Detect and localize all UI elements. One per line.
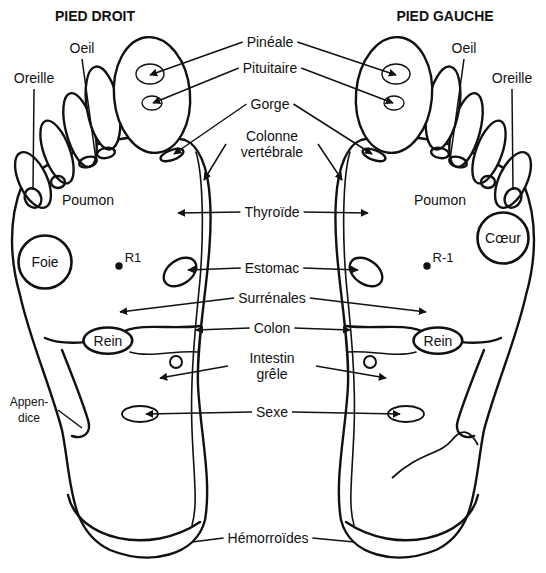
organ-label: R-1 (433, 250, 454, 266)
organ-label: Colonne vertébrale (230, 128, 314, 160)
organ-label: Oreille (14, 70, 54, 86)
organ-label: Intestin grêle (232, 350, 312, 382)
leader-line (318, 144, 342, 180)
leader-line (82, 59, 96, 160)
leader-line (297, 42, 396, 75)
leader-line (188, 268, 241, 270)
leader-line (150, 42, 243, 75)
organ-name: Foie (31, 254, 58, 270)
organ-label: Oeil (70, 40, 95, 56)
organ-label: Hémorroïdes (228, 530, 309, 546)
leader-line (153, 68, 239, 103)
foot-heading: PIED GAUCHE (396, 8, 493, 24)
organ-label: Pinéale (247, 34, 294, 50)
heel-line (392, 432, 478, 478)
organ-outline-shape (478, 213, 529, 264)
organ-label: Oreille (492, 70, 532, 86)
organ-outline-shape (414, 328, 463, 354)
organ-outline-shape (19, 236, 72, 289)
organ-label: Surrénales (238, 290, 306, 306)
leader-line (58, 410, 82, 428)
leader-line (512, 89, 513, 190)
leader-line (304, 212, 368, 213)
organ-outline-shape (84, 328, 133, 354)
leader-line (310, 298, 426, 312)
organ-label: Colon (254, 320, 291, 336)
leader-line (120, 298, 234, 312)
organ-label: Appen- dice (4, 394, 54, 426)
organ-circle: Cœur (476, 211, 530, 265)
leader-line (192, 538, 224, 542)
right-foot (8, 34, 211, 557)
organ-ellipse: Rein (412, 326, 464, 355)
leader-lines (33, 42, 513, 542)
organ-name: Cœur (485, 230, 521, 246)
organ-label: Thyroïde (244, 204, 299, 220)
leader-line (316, 366, 386, 378)
left-foot (335, 34, 538, 557)
organ-label: Pituitaire (243, 60, 297, 76)
foot-heading: PIED DROIT (55, 8, 135, 24)
leader-line (160, 366, 228, 378)
organ-name: Rein (424, 333, 453, 349)
leader-line (174, 104, 247, 154)
leader-line (146, 412, 252, 414)
leader-line (301, 68, 393, 103)
leader-line (294, 328, 350, 330)
organ-label: Oeil (452, 40, 477, 56)
leader-line (196, 328, 250, 330)
leader-line (178, 212, 240, 213)
organ-label: Sexe (256, 404, 288, 420)
organ-label: Poumon (62, 192, 114, 208)
organ-label: R1 (125, 250, 142, 266)
organ-ellipse: Rein (82, 326, 134, 355)
organ-name: Rein (94, 333, 123, 349)
leader-line (303, 268, 358, 270)
leader-line (204, 144, 226, 180)
organ-label: Gorge (251, 96, 290, 112)
organ-circle: Foie (17, 234, 73, 290)
leader-line (292, 412, 400, 414)
leader-line (312, 538, 354, 542)
leader-line (33, 89, 34, 190)
organ-label: Poumon (414, 192, 466, 208)
organ-label: Estomac (245, 260, 299, 276)
leader-line (450, 59, 464, 160)
leader-line (293, 104, 372, 154)
